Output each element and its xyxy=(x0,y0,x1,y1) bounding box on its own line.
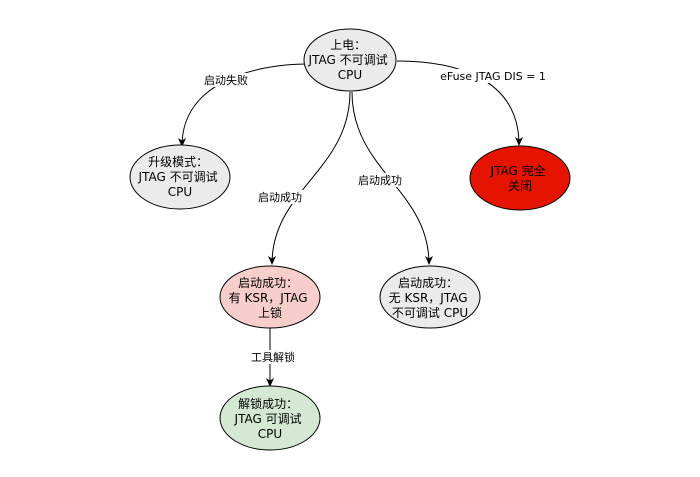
node-unlock-ok-line-1: 解锁成功： xyxy=(238,396,298,411)
node-unlock-ok-line-2: JTAG 可调试 xyxy=(234,411,302,426)
node-power-on-line-3: CPU xyxy=(338,68,362,82)
node-upgrade-mode-line-3: CPU xyxy=(168,185,192,199)
svg-text:升级模式： JTAG 不可调试 CP: 升级模式： JTAG 不可调试 CPU xyxy=(138,155,222,199)
node-power-on: 上电： JTAG 不可调试 CPU xyxy=(303,28,397,92)
node-jtag-off-line-2: 关闭 xyxy=(508,179,532,193)
edge-labels: 启动失败 eFuse JTAG DIS = 1 启动成功 启动成功 工具解锁 xyxy=(202,69,546,364)
svg-text:解锁成功： JTAG 可调试 CPU: 解锁成功： JTAG 可调试 CPU xyxy=(234,396,306,441)
node-upgrade-mode-line-1: 升级模式： xyxy=(148,155,208,169)
node-unlock-ok-line-3: CPU xyxy=(258,427,282,441)
node-boot-ok-noksr-line-1: 启动成功： xyxy=(398,276,458,290)
svg-text:上电： JTAG 不可调试 CPU: 上电： JTAG 不可调试 CPU xyxy=(308,38,392,82)
edge-label-boot-ok-right: 启动成功 xyxy=(356,173,404,187)
node-boot-ok-noksr-line-3: 不可调试 CPU xyxy=(392,305,468,320)
node-upgrade-mode-line-2: JTAG 不可调试 xyxy=(138,169,218,184)
edges xyxy=(178,60,523,387)
node-boot-ok-ksr-line-3: 上锁 xyxy=(258,305,282,320)
node-boot-ok-ksr-line-2: 有 KSR，JTAG xyxy=(229,291,308,305)
node-boot-ok-ksr-line-1: 启动成功： xyxy=(238,276,298,290)
edge-label-tool-unlock-text: 工具解锁 xyxy=(251,350,295,364)
edge-label-tool-unlock: 工具解锁 xyxy=(248,350,298,364)
edge-label-boot-ok-left: 启动成功 xyxy=(256,190,304,204)
svg-text:启动成功： 无 KSR，JTAG 不: 启动成功： 无 KSR，JTAG 不可调试 CPU xyxy=(389,276,472,320)
edge-label-boot-fail: 启动失败 xyxy=(202,73,250,87)
node-jtag-off-line-1: JTAG 完全 xyxy=(490,163,546,178)
svg-text:启动成功： 有 KSR，JTAG 上: 启动成功： 有 KSR，JTAG 上锁 xyxy=(229,276,312,320)
node-boot-ok-noksr: 启动成功： 无 KSR，JTAG 不可调试 CPU xyxy=(379,265,481,329)
node-power-on-line-2: JTAG 不可调试 xyxy=(308,52,388,67)
node-boot-ok-noksr-line-2: 无 KSR，JTAG xyxy=(389,291,468,305)
svg-text:JTAG 完全 关闭: JTAG 完全 关闭 xyxy=(490,163,550,193)
edge-label-efuse-text: eFuse JTAG DIS = 1 xyxy=(440,70,546,83)
node-jtag-off: JTAG 完全 关闭 xyxy=(469,145,571,211)
node-power-on-line-1: 上电： xyxy=(330,38,366,52)
edge-label-boot-fail-text: 启动失败 xyxy=(204,73,248,87)
edge-label-boot-ok-left-text: 启动成功 xyxy=(258,191,302,204)
edge-label-efuse: eFuse JTAG DIS = 1 xyxy=(440,69,546,83)
edge-boot-ok-left xyxy=(268,91,351,265)
node-boot-ok-ksr: 启动成功： 有 KSR，JTAG 上锁 xyxy=(219,265,321,329)
node-unlock-ok: 解锁成功： JTAG 可调试 CPU xyxy=(219,385,321,451)
node-upgrade-mode: 升级模式： JTAG 不可调试 CPU xyxy=(129,144,231,210)
edge-label-boot-ok-right-text: 启动成功 xyxy=(358,174,402,187)
